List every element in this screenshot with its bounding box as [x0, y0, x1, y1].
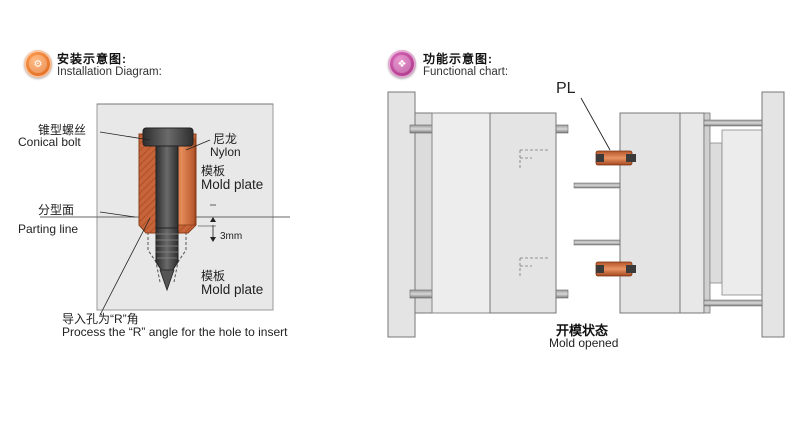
fixed-plate [679, 112, 705, 314]
ejector-pin-upper [573, 182, 621, 189]
clamp-plate-left [703, 112, 711, 314]
conical-bolt-thread [155, 227, 179, 275]
pl-leader [580, 97, 611, 151]
parting-lock-upper [595, 150, 636, 166]
parting-line-label-cn: 分型面 [38, 203, 75, 217]
functional-glyph-icon: ❖ [393, 55, 411, 73]
installation-heading-cn: 安装示意图: [57, 52, 127, 66]
moving-mold-half [489, 112, 557, 314]
conical-bolt-label-cn: 锥型螺丝 [38, 123, 87, 137]
tie-rod-right-upper [703, 119, 763, 127]
left-plate-2 [414, 112, 433, 314]
ejector-pin-lower [573, 239, 621, 246]
mold-plate-top-label-cn: 模板 [201, 164, 226, 178]
mold-plate-top-label-en: Mold plate [201, 177, 264, 192]
r-angle-label-cn: 导入孔为“R”角 [62, 312, 139, 326]
left-spacer [431, 112, 491, 314]
installation-heading-en: Installation Diagram: [57, 66, 162, 78]
clamp-plate-right [721, 129, 763, 296]
leader-parting [99, 211, 136, 218]
functional-heading-cn: 功能示意图: [423, 52, 493, 66]
nylon-label-cn: 尼龙 [213, 132, 238, 146]
installation-glyph-icon: ⚙ [29, 55, 47, 73]
clamp-plate-inner [709, 142, 723, 284]
conical-bolt-head [142, 127, 194, 147]
installation-badge-icon: ⚙ [24, 50, 52, 78]
parting-lock-lower [595, 261, 636, 277]
mold-opened-caption-en: Mold opened [549, 336, 619, 350]
mold-plate-bottom-label-cn: 模板 [201, 269, 226, 283]
conical-bolt-shank [155, 145, 179, 229]
tie-rod-right-lower [703, 299, 763, 307]
parting-line-label-en: Parting line [18, 222, 79, 236]
r-angle-label-en: Process the “R” angle for the hole to in… [62, 325, 288, 339]
conical-bolt-label-en: Conical bolt [18, 135, 81, 149]
pl-label: PL [556, 80, 576, 97]
dimension-label: 3mm [220, 231, 243, 242]
mold-opened-caption-cn: 开模状态 [556, 323, 609, 338]
leader-nylon [185, 139, 211, 151]
installation-diagram [40, 103, 290, 316]
mold-plate-bottom-label-en: Mold plate [201, 282, 264, 297]
functional-diagram [387, 91, 785, 338]
fixed-mold-half [619, 112, 681, 314]
right-platen [761, 91, 785, 338]
nylon-label-en: Nylon [210, 145, 241, 159]
functional-badge-icon: ❖ [388, 50, 416, 78]
leader-r-angle [99, 217, 151, 316]
bolt-tip [159, 269, 175, 292]
functional-heading-en: Functional chart: [423, 66, 509, 78]
leader-conical-bolt [99, 131, 151, 141]
